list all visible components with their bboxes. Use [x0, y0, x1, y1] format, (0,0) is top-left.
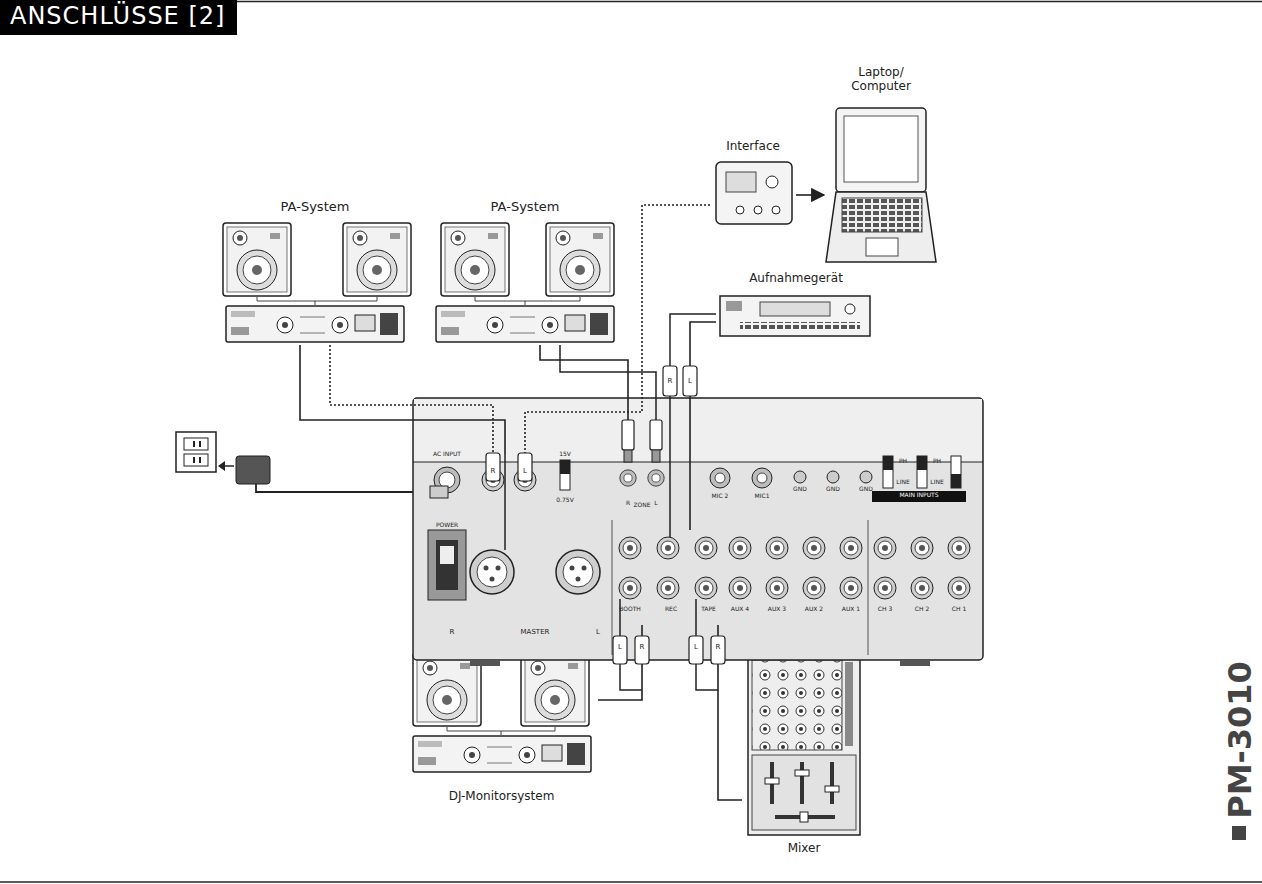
panel-label: CH 3	[878, 606, 892, 613]
panel-label: POWER	[436, 522, 458, 529]
panel-label: L	[523, 467, 527, 475]
jack-label: MASTER	[521, 628, 550, 636]
jack-label: BOOTH	[619, 606, 641, 613]
jack-group: ZONE	[612, 462, 672, 516]
panel-label: L	[654, 500, 657, 507]
jack-label: ZONE	[633, 502, 650, 509]
device: DJ-Monitorsystem	[405, 648, 598, 815]
panel-label: R	[450, 628, 455, 636]
panel-label: R	[668, 377, 673, 385]
jack-label: REC	[665, 606, 677, 613]
panel-label: LINE	[896, 479, 909, 486]
panel-label: PH	[899, 458, 907, 465]
jack-label: TAPE	[701, 606, 716, 613]
panel-label: R	[626, 500, 630, 507]
panel-label: 15V	[559, 451, 571, 458]
panel-label: R	[640, 643, 645, 651]
device-label: Mixer	[788, 842, 821, 856]
panel-label: MAIN INPUTS	[899, 492, 938, 499]
jack-group: TAPE	[692, 530, 725, 625]
cable	[300, 345, 505, 455]
device-label: Aufnahmegerät	[749, 272, 843, 286]
panel-label: R	[491, 467, 496, 475]
device: PA-System	[432, 200, 618, 345]
panel-label: AC INPUT	[433, 451, 461, 458]
cable	[330, 345, 493, 455]
panel-label: L	[618, 643, 622, 651]
panel-label: AUX 4	[731, 606, 749, 613]
panel-label: MIC1	[755, 493, 770, 500]
device: Laptop/ Computer	[824, 64, 938, 264]
device: PA-System	[210, 200, 420, 345]
jack-group: BOOTH	[612, 530, 648, 625]
jack-group: REC	[650, 530, 692, 625]
device-label: Interface	[726, 140, 780, 154]
jack-group: MASTER	[465, 455, 605, 650]
title-bar: ANSCHLÜSSE [2]	[0, 0, 237, 35]
panel-label: L	[694, 643, 698, 651]
device: Interface	[710, 138, 796, 240]
device-label: DJ-Monitorsystem	[449, 790, 555, 804]
panel-label: AUX 3	[768, 606, 786, 613]
panel-label: L	[596, 628, 600, 636]
device: Mixer	[742, 650, 866, 870]
panel-label: R	[716, 643, 721, 651]
panel-label: CH 2	[915, 606, 929, 613]
cable	[796, 194, 824, 196]
panel-label: GND	[826, 486, 840, 493]
device: Aufnahmegerät	[716, 272, 876, 340]
device-label: PA-System	[491, 200, 560, 215]
model-name: PM-3010	[1222, 661, 1259, 819]
panel-label: GND	[793, 486, 807, 493]
cable	[525, 205, 710, 455]
panel-label: AUX 2	[805, 606, 823, 613]
panel-label: L	[688, 377, 692, 385]
device-label: PA-System	[281, 200, 350, 215]
panel-label: CH 1	[952, 606, 966, 613]
device-label: Laptop/ Computer	[841, 66, 921, 94]
panel-label: MIC 2	[712, 493, 729, 500]
panel-label: AUX 1	[842, 606, 860, 613]
cable	[540, 345, 628, 462]
panel-label: LINE	[930, 479, 943, 486]
panel-label: PH	[933, 458, 941, 465]
panel-label: GND	[859, 486, 873, 493]
panel-label: 0.75V	[556, 497, 573, 504]
